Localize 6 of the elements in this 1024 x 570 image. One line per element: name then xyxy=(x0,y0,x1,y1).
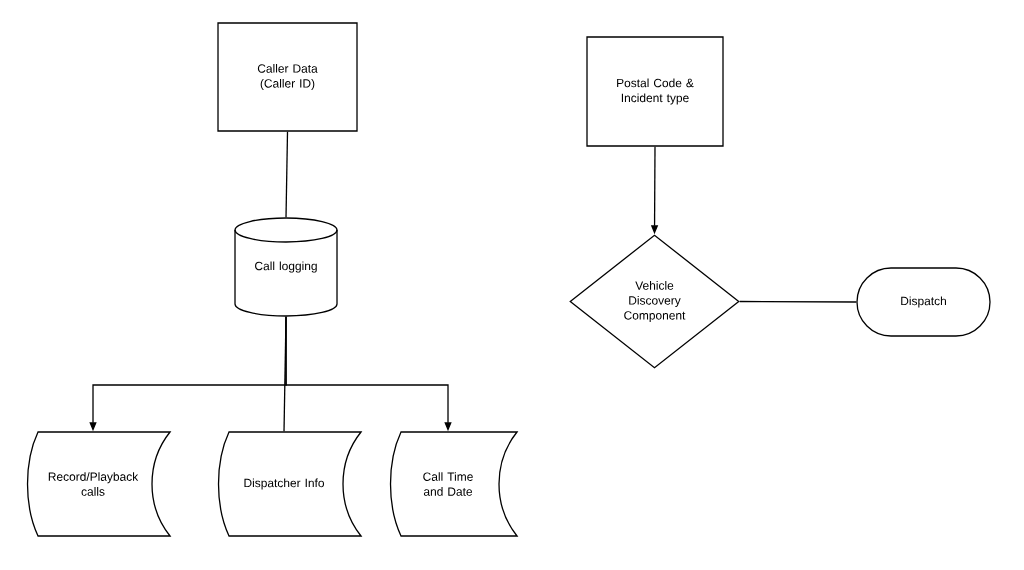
connector-line xyxy=(285,131,289,218)
process-box: Postal Code & Incident type xyxy=(586,36,724,147)
node-label: Call logging xyxy=(255,261,317,273)
database-cylinder: Call logging xyxy=(234,217,338,317)
process-box: Caller Data (Caller ID) xyxy=(217,22,358,132)
connector-line xyxy=(739,300,857,303)
